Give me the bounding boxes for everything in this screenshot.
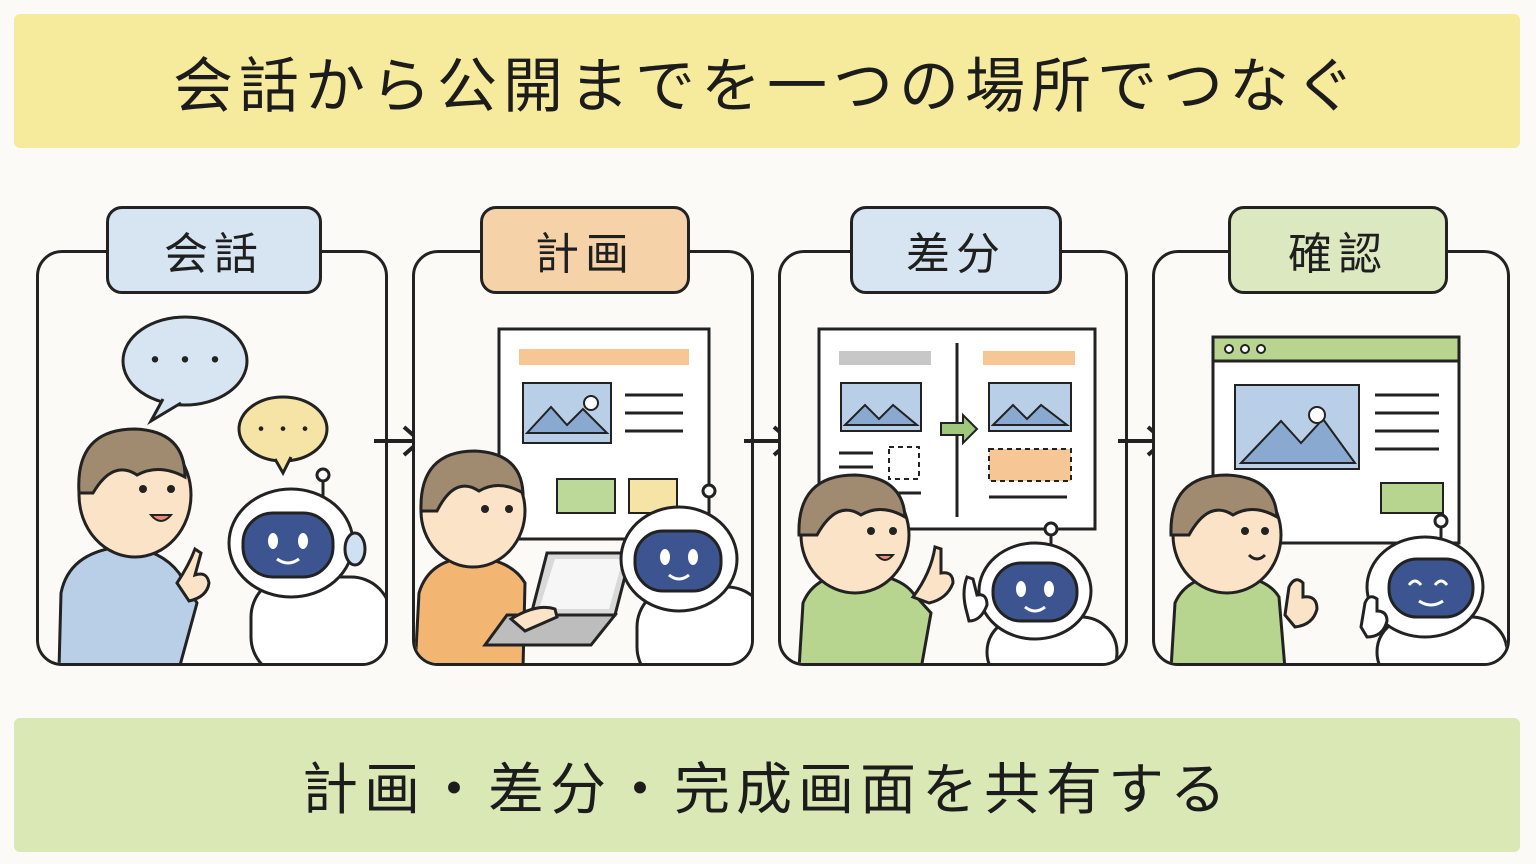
step-label-review: 確認: [1228, 206, 1448, 294]
step-label-conversation: 会話: [106, 206, 322, 294]
step-panel-conversation: ・・・ ・・・: [36, 250, 388, 666]
robot-icon: [1359, 513, 1507, 663]
step-label-text: 計画: [535, 229, 635, 280]
speech-bubble-icon: ・・・: [237, 395, 329, 477]
speech-bubble-icon: ・・・: [121, 315, 249, 426]
step-panel-planning: [412, 250, 754, 666]
title: 会話から公開までを一つの場所でつなぐ: [173, 51, 1361, 122]
step-label-planning: 計画: [480, 206, 690, 294]
person-icon: [1169, 473, 1319, 663]
person-icon: [415, 449, 527, 663]
step-label-text: 確認: [1288, 229, 1388, 280]
person-icon: [797, 473, 955, 663]
laptop-icon: [482, 551, 633, 647]
robot-icon: [227, 467, 385, 663]
document-icon: [497, 327, 711, 541]
step-label-diff: 差分: [850, 206, 1062, 294]
robot-icon: [619, 483, 751, 663]
speech-bubble-text: ・・・: [250, 418, 316, 443]
subtitle: 計画・差分・完成画面を共有する: [302, 757, 1232, 823]
robot-icon: [962, 521, 1119, 663]
step-panel-review: [1152, 250, 1510, 666]
step-label-text: 会話: [164, 229, 264, 280]
subtitle-banner: 計画・差分・完成画面を共有する: [14, 718, 1520, 852]
person-icon: [57, 427, 211, 663]
step-label-text: 差分: [906, 229, 1006, 280]
title-banner: 会話から公開までを一つの場所でつなぐ: [14, 14, 1520, 148]
step-panel-diff: [778, 250, 1128, 666]
speech-bubble-text: ・・・: [140, 344, 230, 379]
